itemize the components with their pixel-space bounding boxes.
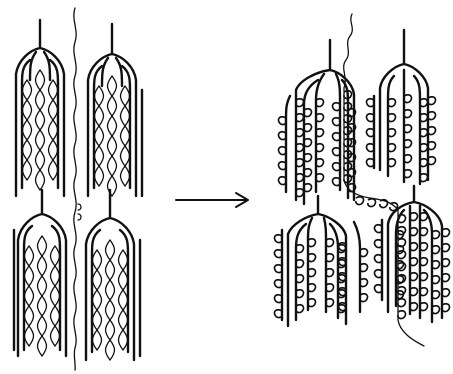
filament-hook bbox=[78, 204, 81, 220]
left-bundle-top-right bbox=[88, 24, 142, 196]
left-bundle-bottom-left bbox=[14, 190, 66, 356]
central-filament bbox=[74, 8, 76, 370]
filament-loop bbox=[398, 299, 406, 307]
filament-loop bbox=[398, 311, 406, 319]
left-panel bbox=[14, 8, 142, 370]
right-bundle-bottom-left bbox=[282, 196, 360, 326]
left-bundle-bottom-right bbox=[86, 190, 140, 360]
right-panel bbox=[274, 14, 449, 346]
filament-loop bbox=[368, 199, 376, 207]
left-bundle-top-left bbox=[16, 20, 64, 196]
right-bundle-top-right bbox=[374, 30, 428, 184]
right-bundle-bottom-right bbox=[382, 186, 442, 322]
filament-loop bbox=[356, 197, 364, 205]
transition-arrow bbox=[176, 193, 248, 207]
